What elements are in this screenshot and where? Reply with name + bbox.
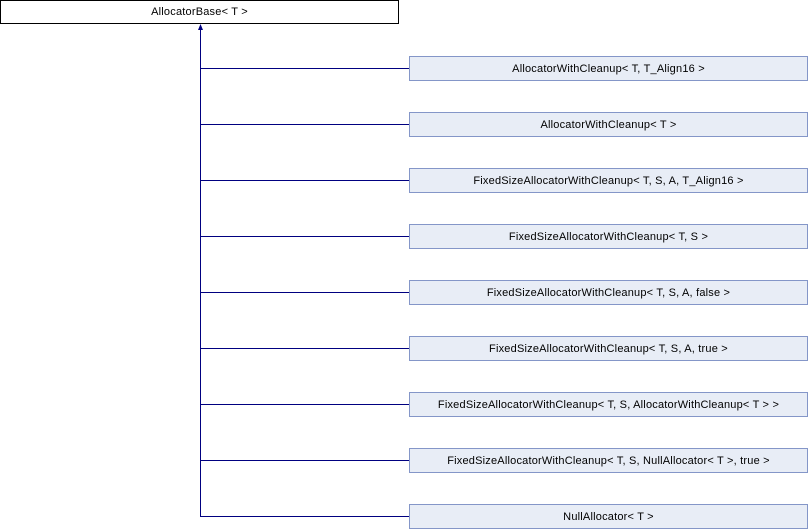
class-node-derived[interactable]: FixedSizeAllocatorWithCleanup< T, S > — [409, 224, 808, 249]
class-node-derived[interactable]: FixedSizeAllocatorWithCleanup< T, S, A, … — [409, 168, 808, 193]
class-node-derived[interactable]: AllocatorWithCleanup< T > — [409, 112, 808, 137]
class-node-derived[interactable]: NullAllocator< T > — [409, 504, 808, 529]
class-node-derived[interactable]: FixedSizeAllocatorWithCleanup< T, S, A, … — [409, 280, 808, 305]
class-node-derived[interactable]: FixedSizeAllocatorWithCleanup< T, S, A, … — [409, 336, 808, 361]
class-node-derived[interactable]: AllocatorWithCleanup< T, T_Align16 > — [409, 56, 808, 81]
class-node-derived[interactable]: FixedSizeAllocatorWithCleanup< T, S, Nul… — [409, 448, 808, 473]
arrowhead-icon — [198, 24, 203, 30]
class-node-derived[interactable]: FixedSizeAllocatorWithCleanup< T, S, All… — [409, 392, 808, 417]
class-node-allocator-base[interactable]: AllocatorBase< T > — [0, 0, 399, 24]
